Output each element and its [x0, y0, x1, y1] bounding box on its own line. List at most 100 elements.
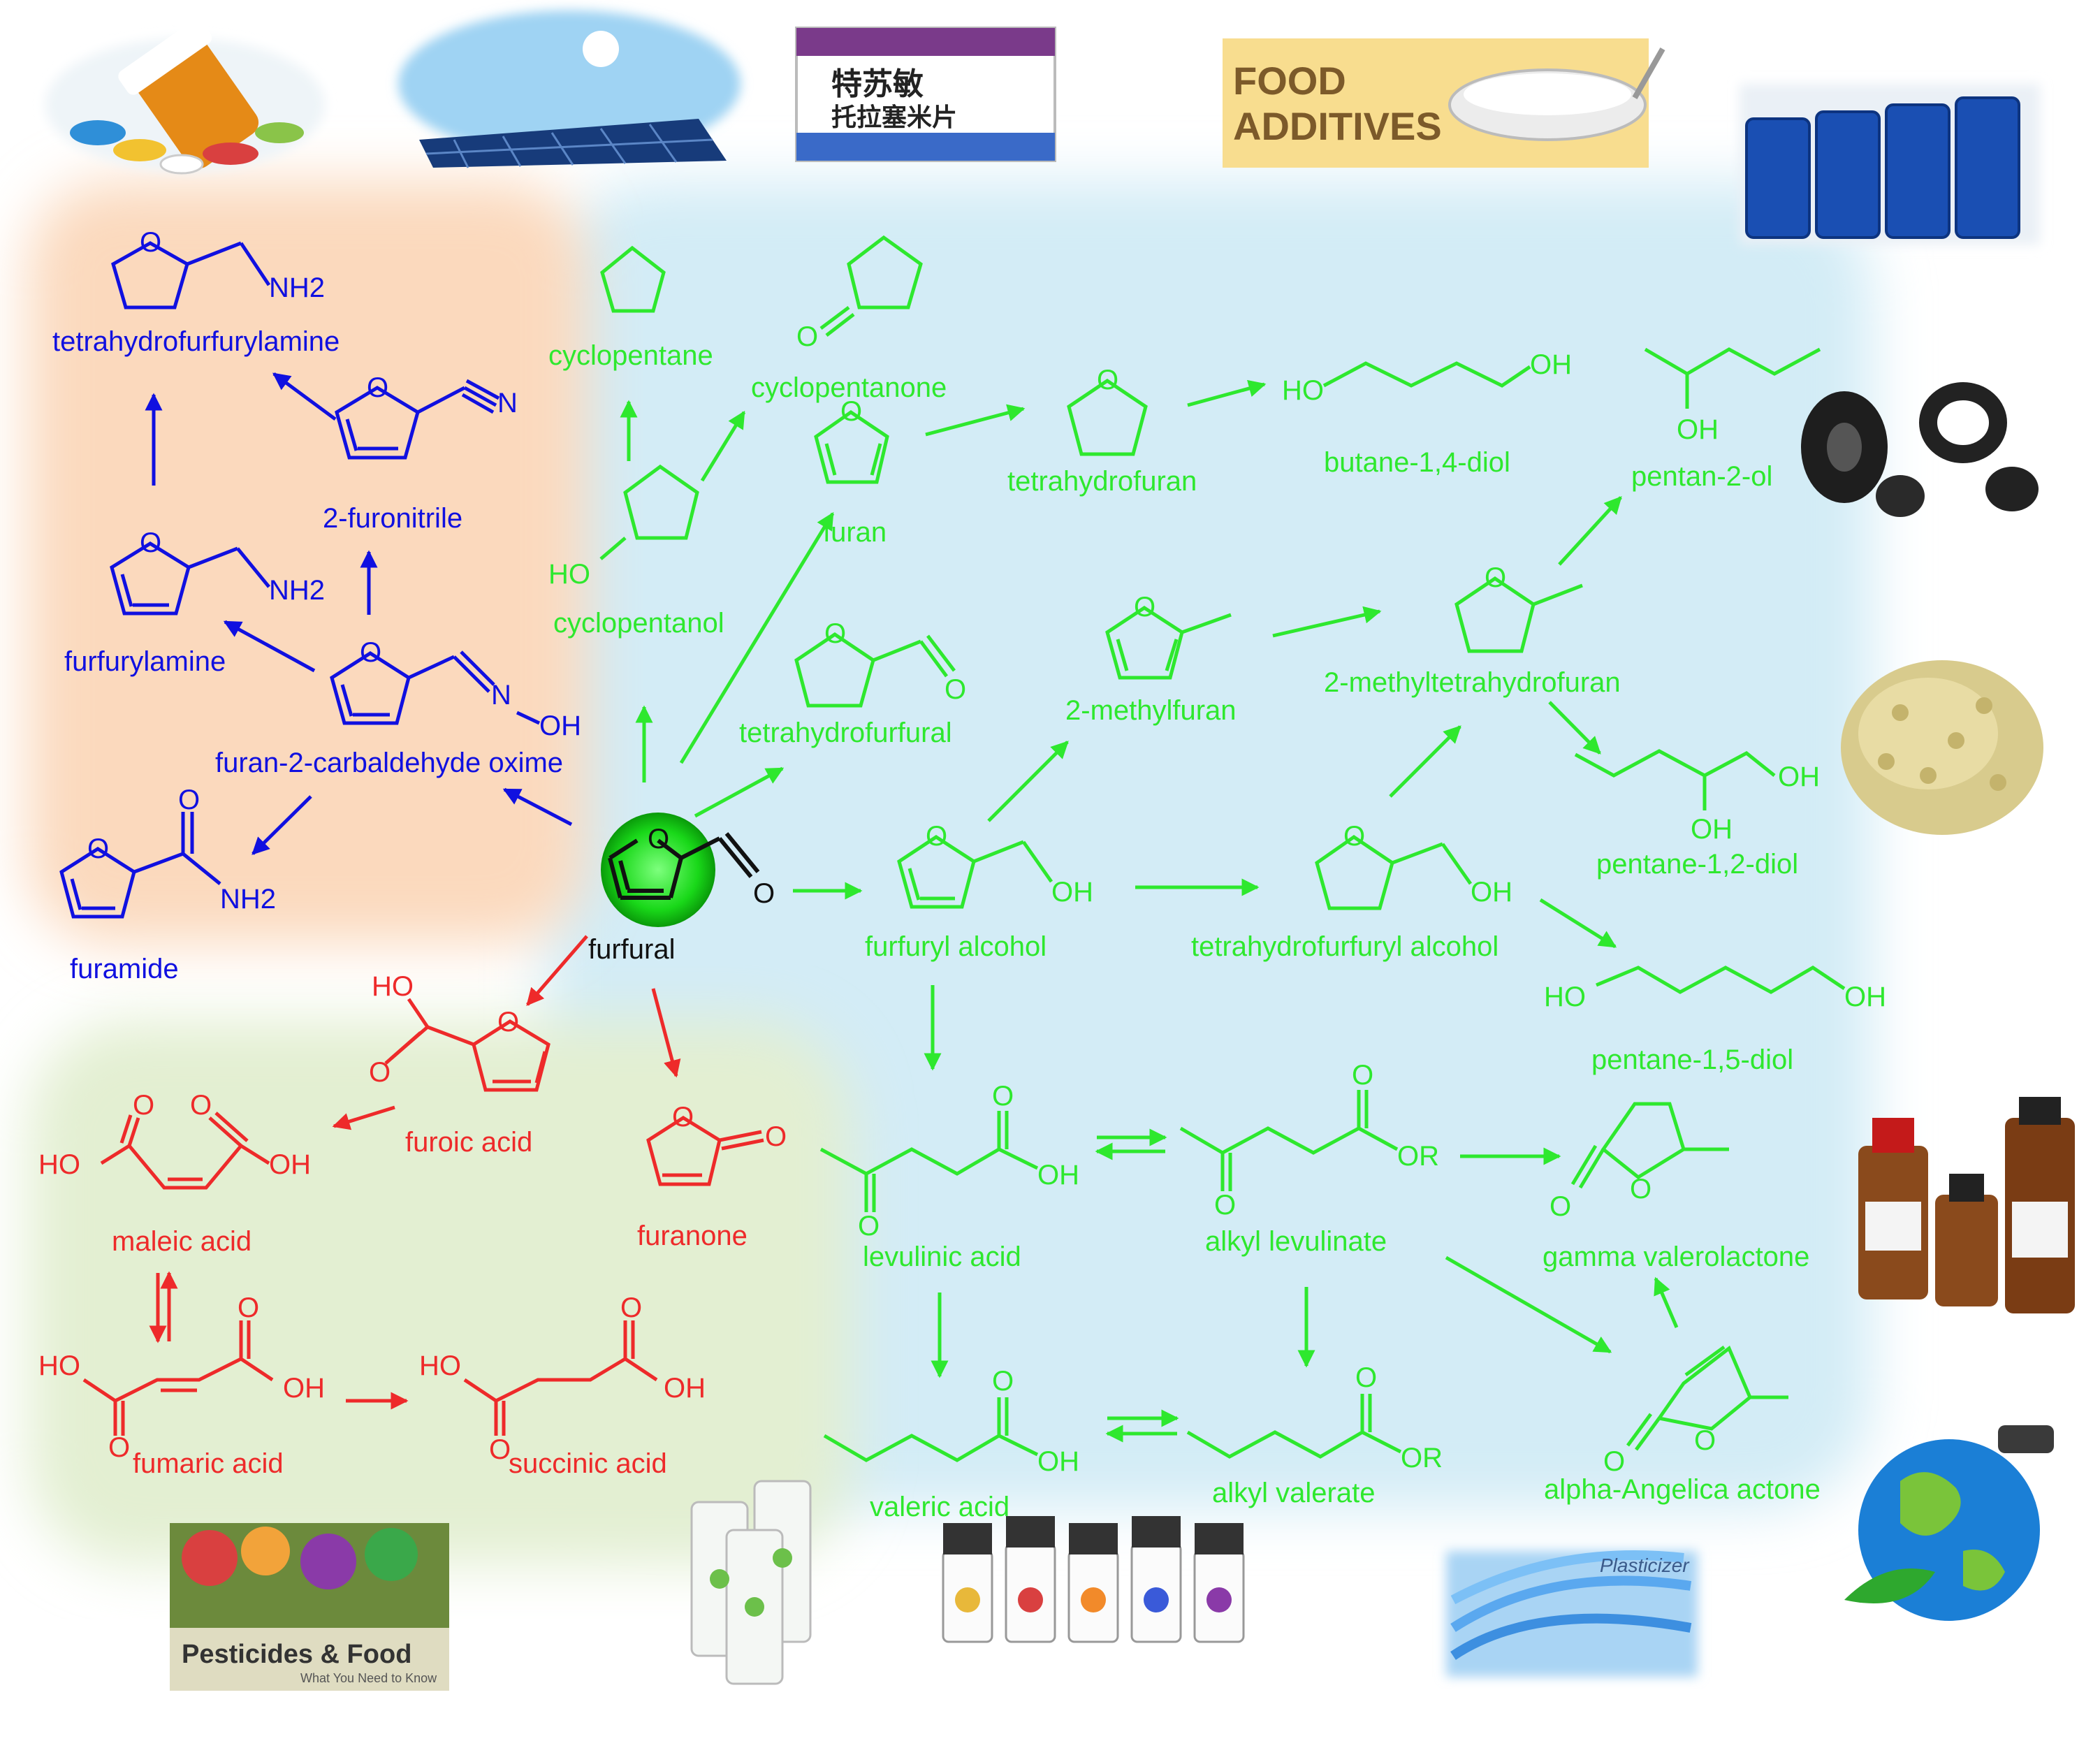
arrow-furfural-to-thf-al	[694, 766, 785, 818]
furan-o: O	[840, 396, 862, 427]
background-zones	[28, 182, 1872, 1565]
blue-branch-arrows	[145, 372, 573, 855]
levulinic-o-bottom: O	[858, 1211, 880, 1241]
tires-photo	[1801, 382, 2039, 517]
valeric-o: O	[992, 1366, 1014, 1397]
medicine-box-photo: 特苏敏 托拉塞米片	[795, 27, 1056, 162]
green-branch-arrows	[620, 379, 1679, 1443]
maleic-o1: O	[133, 1090, 154, 1121]
fumaric-acid-label: fumaric acid	[133, 1448, 284, 1479]
flavor-bottles-photo	[942, 1516, 1245, 1643]
arrow-methylfuran-to-methylthf	[1272, 606, 1382, 638]
angelica-ring-o: O	[1694, 1425, 1716, 1456]
succinic-ho: HO	[419, 1350, 461, 1381]
pentane15diol-label: pentane-1,5-diol	[1591, 1044, 1793, 1075]
arrow-cyclopentanone-to-thf	[925, 404, 1026, 437]
reagent-bottles-photo	[1858, 1097, 2075, 1313]
furoic-carbonyl-o: O	[369, 1057, 391, 1088]
methylthf-o: O	[1485, 562, 1506, 593]
arrow-furfural-to-furanone	[651, 988, 681, 1078]
furfuryl-alcohol-label: furfuryl alcohol	[865, 931, 1047, 962]
red-branch-text: O HO O furoic acid O O furanone HO O O O…	[38, 971, 787, 1479]
arrow-thfa-to-pentane15diol	[1539, 898, 1617, 949]
alkyl-levulinate-or: OR	[1397, 1141, 1439, 1172]
succinic-o-top: O	[620, 1292, 642, 1323]
oxime-n: N	[491, 680, 511, 711]
furoic-ring-o: O	[497, 1007, 519, 1037]
thf-o: O	[1097, 365, 1118, 395]
arrow-furfural-to-furan	[679, 511, 835, 764]
tetrahydrofurfurylamine-label: tetrahydrofurfurylamine	[52, 326, 340, 357]
food-additives-photo: FOOD ADDITIVES	[1223, 38, 1665, 168]
arrow-furfural-to-oxime	[502, 787, 573, 826]
medicine-box-line2: 托拉塞米片	[831, 103, 957, 131]
arrow-furfural-to-furoic	[526, 935, 588, 1006]
solar-panel-photo	[398, 10, 741, 168]
resin-pellets-photo	[1841, 660, 2043, 835]
alkyl-levulinate-label: alkyl levulinate	[1205, 1226, 1387, 1257]
thf-al-carbonyl-o: O	[945, 674, 966, 705]
arrow-cyclopentanol-to-cyclopentanone	[700, 410, 746, 482]
arrow-thfa-to-methylthf	[1389, 725, 1461, 798]
furfuryl-alcohol-o: O	[926, 821, 947, 852]
angelica-carbonyl-o: O	[1603, 1446, 1625, 1477]
barrels-photo	[1740, 84, 2040, 245]
medicine-box-line1: 特苏敏	[831, 67, 924, 101]
cyclopentane-label: cyclopentane	[548, 340, 713, 371]
thfa-amine-nh2: NH2	[269, 272, 325, 303]
furanone-label: furanone	[637, 1221, 748, 1251]
methylfuran-label: 2-methylfuran	[1065, 695, 1237, 726]
butanediol-ho: HO	[1282, 375, 1324, 406]
arrow-furoic-to-maleic	[332, 1105, 395, 1130]
valeric-acid-label: valeric acid	[870, 1492, 1009, 1522]
methylfuran-o: O	[1134, 592, 1155, 622]
thfa-label: tetrahydrofurfuryl alcohol	[1191, 931, 1499, 962]
pentane12diol-label: pentane-1,2-diol	[1596, 849, 1798, 880]
cyclopentanol-ho: HO	[548, 559, 590, 590]
pentane15diol-oh: OH	[1844, 982, 1886, 1012]
plasticizer-caption: Plasticizer	[1600, 1554, 1690, 1576]
thf-al-ring-o: O	[824, 618, 846, 649]
thfa-amine-o: O	[140, 227, 161, 258]
thfa-oh: OH	[1471, 877, 1512, 908]
pesticides-food-photo: Pesticides & Food What You Need to Know	[170, 1523, 449, 1691]
furfural-label: furfural	[588, 934, 676, 965]
butanediol-label: butane-1,4-diol	[1324, 447, 1510, 478]
pentane12diol-oh: OH	[1778, 762, 1820, 792]
pentan2ol-label: pentan-2-ol	[1631, 461, 1772, 492]
furfural-o: O	[648, 824, 669, 854]
plasticizer-tubes-photo: Plasticizer	[1446, 1550, 1698, 1677]
fumaric-o-top: O	[238, 1292, 259, 1323]
food-additives-line2: ADDITIVES	[1233, 104, 1442, 148]
furamide-nh2: NH2	[220, 884, 276, 915]
pills-photo	[45, 19, 325, 175]
furamide-ring-o: O	[87, 833, 109, 864]
arrow-angelica-to-gvl	[1654, 1276, 1679, 1328]
furfurylamine-o: O	[140, 527, 161, 558]
furanone-carbonyl-o: O	[765, 1121, 787, 1152]
furfurylamine-nh2: NH2	[269, 575, 325, 606]
furfuryl-alcohol-oh: OH	[1051, 877, 1093, 908]
methylthf-label: 2-methyltetrahydrofuran	[1324, 667, 1621, 698]
oxime-label: furan-2-carbaldehyde oxime	[215, 748, 563, 778]
furonitrile-n: N	[497, 388, 518, 418]
arrow-furonitrile-to-thfa-amine	[272, 372, 337, 421]
furfural-carbonyl-o: O	[753, 878, 775, 909]
arrow-oxime-to-furamide	[251, 795, 312, 855]
maleic-acid-label: maleic acid	[112, 1226, 251, 1257]
tetrahydrofurfural-label: tetrahydrofurfural	[739, 718, 952, 748]
cyclopentanone-label: cyclopentanone	[751, 372, 947, 403]
arrow-methylthf-to-pentan2ol	[1558, 496, 1622, 566]
arrow-furfuryl-alcohol-to-methylfuran	[987, 741, 1069, 822]
furonitrile-o: O	[367, 372, 388, 403]
gvl-carbonyl-o: O	[1550, 1191, 1571, 1222]
pentan2ol-oh: OH	[1677, 414, 1719, 445]
blue-zone	[545, 182, 1872, 1509]
pesticides-subcaption: What You Need to Know	[300, 1671, 437, 1685]
alkyl-levulinate-o-top: O	[1352, 1060, 1373, 1091]
arrow-oxime-to-furfurylamine	[223, 620, 316, 673]
green-branch-text: cyclopentane cyclopentanone O HO cyclope…	[548, 321, 1886, 1522]
oxime-ring-o: O	[360, 637, 381, 668]
succinic-acid-label: succinic acid	[509, 1448, 667, 1479]
